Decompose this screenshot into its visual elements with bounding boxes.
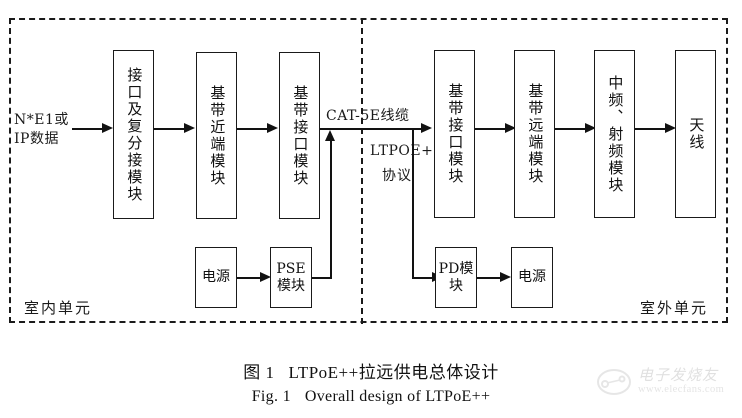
connector-outdoor2-to-outdoor3 <box>555 128 587 130</box>
block-interface-mux-module: 接口及复分接模块 <box>113 50 154 219</box>
connector-pse-riser <box>330 141 332 278</box>
block-label: PSE模块 <box>276 260 306 294</box>
caption-chinese-number: 图 1 <box>243 363 275 382</box>
block-power-supply-indoor: 电源 <box>195 247 237 308</box>
block-pd-module: PD模块 <box>435 247 477 308</box>
connector-power-to-pse <box>237 277 262 279</box>
block-label: 电源 <box>518 269 546 286</box>
arrowhead-input-to-block1 <box>102 123 113 133</box>
arrowhead-outdoor3-to-antenna <box>665 123 676 133</box>
block-label: 中频、射频模块 <box>606 74 625 194</box>
arrowhead-cat5e-to-outdoor-baseband <box>421 123 432 133</box>
cable-type-label: CAT-5E线缆 <box>326 108 410 124</box>
block-label: 基带近端模块 <box>208 84 227 187</box>
block-baseband-far-end-module: 基带远端模块 <box>514 50 555 218</box>
input-signal-line1: N*E1或 <box>14 112 69 128</box>
block-label: 电源 <box>202 269 230 286</box>
connector-block2-to-block3 <box>237 128 269 130</box>
arrowhead-pd-to-power <box>500 272 511 282</box>
connector-cat5e-link <box>320 128 423 130</box>
block-baseband-near-end-module: 基带近端模块 <box>196 52 237 219</box>
connector-pd-to-power <box>477 277 502 279</box>
figure-caption: 图 1 LTPoE++拉远供电总体设计 Fig. 1 Overall design … <box>0 358 742 406</box>
caption-chinese-text: LTPoE++拉远供电总体设计 <box>288 363 499 382</box>
caption-english: Fig. 1 Overall design of LTPoE++ <box>0 388 742 406</box>
block-label: 基带接口模块 <box>291 84 310 187</box>
input-signal-line2: IP数据 <box>14 130 59 147</box>
connector-outdoor3-to-antenna <box>635 128 667 130</box>
block-label: PD模块 <box>438 260 474 294</box>
arrowhead-block1-to-block2 <box>184 123 195 133</box>
block-label: 基带远端模块 <box>526 83 545 185</box>
block-baseband-interface-module-indoor: 基带接口模块 <box>279 52 320 219</box>
arrowhead-power-to-pse <box>260 272 271 282</box>
input-signal-label: N*E1或 IP数据 <box>14 111 69 149</box>
arrowhead-block2-to-block3 <box>267 123 278 133</box>
outdoor-unit-label: 室外单元 <box>640 299 709 317</box>
system-boundary-dashed-frame <box>9 18 728 323</box>
connector-block1-to-block2 <box>154 128 186 130</box>
protocol-label-line1: LTPOE++ <box>370 143 446 159</box>
arrowhead-outdoor1-to-outdoor2 <box>505 123 516 133</box>
block-pse-module: PSE模块 <box>270 247 312 308</box>
arrowhead-pse-into-cable <box>325 130 335 141</box>
caption-chinese: 图 1 LTPoE++拉远供电总体设计 <box>0 358 742 383</box>
protocol-label-line2: 协议 <box>382 168 412 184</box>
block-if-rf-module: 中频、射频模块 <box>594 50 635 218</box>
indoor-unit-label: 室内单元 <box>24 299 93 317</box>
block-power-supply-outdoor: 电源 <box>511 247 553 308</box>
block-label: 基带接口模块 <box>446 83 465 185</box>
connector-outdoor1-to-outdoor2 <box>475 128 507 130</box>
block-antenna: 天线 <box>675 50 716 218</box>
connector-dropper-to-pd <box>412 277 434 279</box>
block-label: 天线 <box>687 117 706 151</box>
indoor-outdoor-divider <box>361 18 363 324</box>
caption-english-number: Fig. 1 <box>251 388 291 405</box>
block-baseband-interface-module-outdoor: 基带接口模块 <box>434 50 475 218</box>
connector-input-to-block1 <box>72 128 104 130</box>
block-label: 接口及复分接模块 <box>125 66 144 203</box>
connector-pd-dropper <box>412 128 414 278</box>
arrowhead-outdoor2-to-outdoor3 <box>585 123 596 133</box>
caption-english-text: Overall design of LTPoE++ <box>304 388 491 405</box>
